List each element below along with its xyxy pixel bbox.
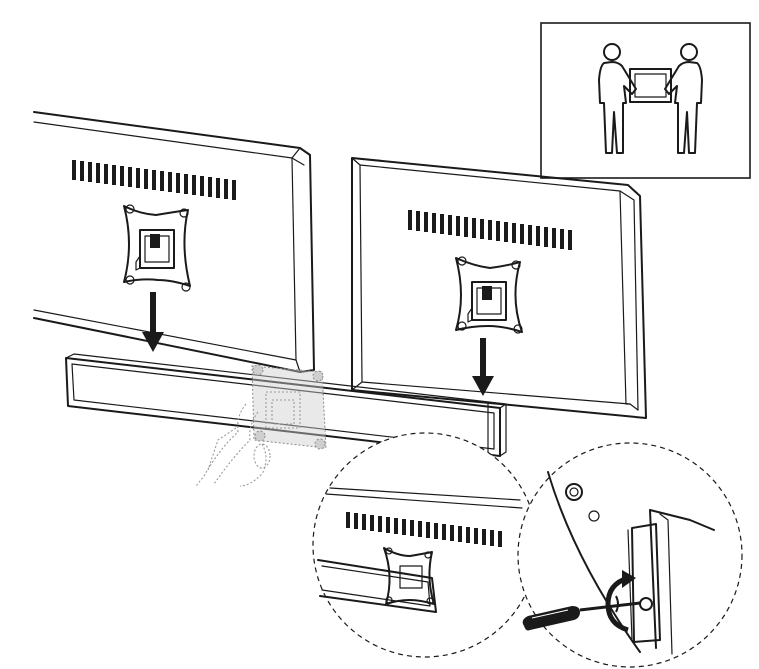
down-arrow-icon: [142, 292, 164, 352]
rotate-arrow-icon: [605, 570, 636, 633]
left-monitor: [33, 111, 315, 373]
detail-callout-screw: [517, 442, 743, 668]
vent-grille: [346, 512, 502, 547]
right-monitor: [351, 157, 647, 419]
two-person-lift-icon: [598, 43, 703, 154]
vent-grille: [72, 160, 236, 200]
arm-clamp-ghost: [195, 364, 327, 487]
vent-grille: [408, 210, 572, 250]
vesa-mount-plate: [455, 256, 523, 334]
screwdriver-icon: [522, 601, 641, 631]
down-arrow-icon: [472, 338, 494, 396]
vesa-mount-plate: [123, 204, 191, 292]
detail-callout-rail: [312, 432, 538, 658]
mounting-rail: [65, 353, 507, 457]
two-person-lift-panel: [540, 22, 751, 179]
